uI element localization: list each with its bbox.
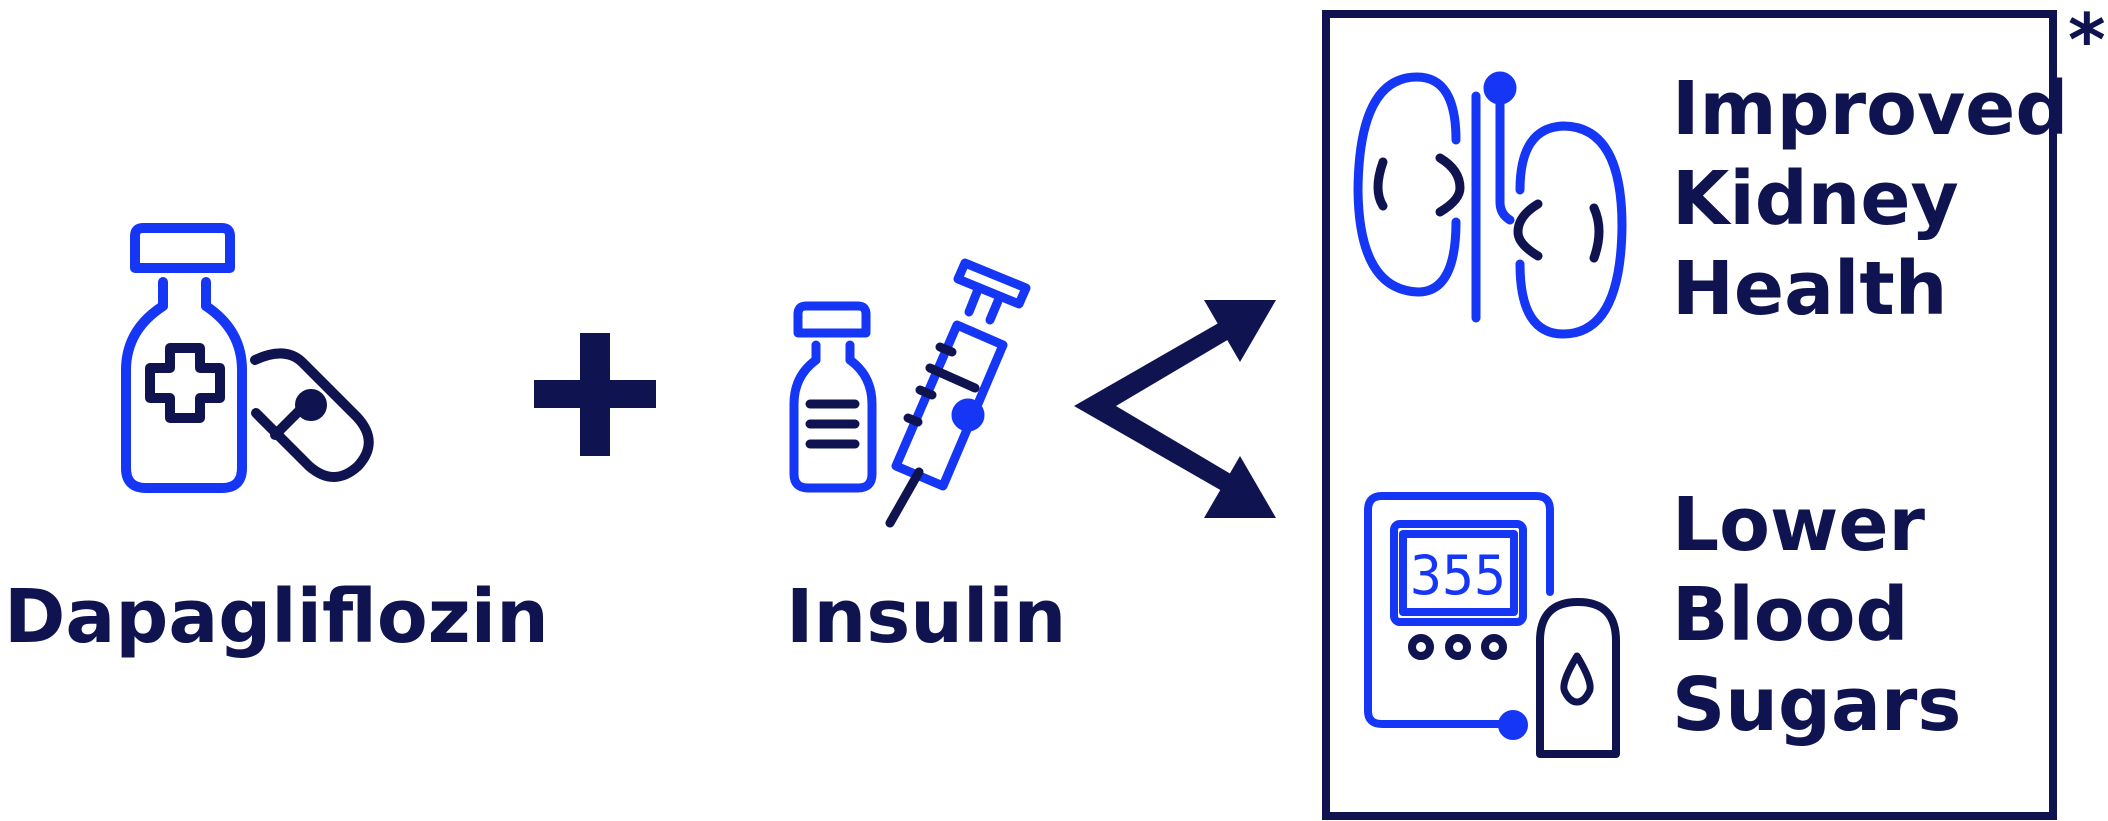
vial-and-syringe-icon bbox=[789, 258, 1031, 528]
medicine-bottle-icon bbox=[121, 223, 247, 493]
outcome-kidney-line-3: Health bbox=[1672, 246, 1948, 332]
medical-cross-icon bbox=[145, 343, 225, 423]
outcome-sugar-line-3: Sugars bbox=[1672, 662, 1962, 748]
outcomes-box bbox=[1322, 10, 2057, 820]
arrow-head-upper bbox=[1204, 300, 1276, 362]
glucose-meter-icon: 355 bbox=[1364, 492, 1620, 758]
blood-drop-icon bbox=[1560, 652, 1594, 706]
outcome-kidney-line-2: Kidney bbox=[1672, 156, 1959, 242]
branching-arrows-icon bbox=[1074, 300, 1276, 518]
footnote-marker: * bbox=[2068, 0, 2106, 82]
syringe-icon bbox=[885, 258, 1031, 528]
outcome-kidney-line-1: Improved bbox=[1672, 66, 2069, 152]
arrow-head-lower bbox=[1204, 456, 1276, 518]
left-kidney-icon bbox=[1353, 72, 1465, 297]
plus-operator-icon bbox=[534, 333, 656, 456]
right-kidney-icon bbox=[1513, 121, 1627, 339]
drug-label-insulin: Insulin bbox=[786, 574, 1067, 660]
insulin-vial-icon bbox=[789, 301, 877, 493]
outcome-sugar-line-2: Blood bbox=[1672, 572, 1909, 658]
ureters-icon bbox=[1471, 71, 1517, 323]
outcome-sugar-line-1: Lower bbox=[1672, 482, 1926, 568]
kidneys-icon bbox=[1353, 71, 1627, 339]
meter-reading: 355 bbox=[1410, 544, 1506, 607]
drug-label-dapagliflozin: Dapagliflozin bbox=[4, 574, 549, 660]
finger-icon bbox=[1536, 598, 1620, 758]
medicine-bottle-and-capsule-icon bbox=[121, 223, 374, 493]
capsule-pill-icon bbox=[250, 348, 374, 482]
